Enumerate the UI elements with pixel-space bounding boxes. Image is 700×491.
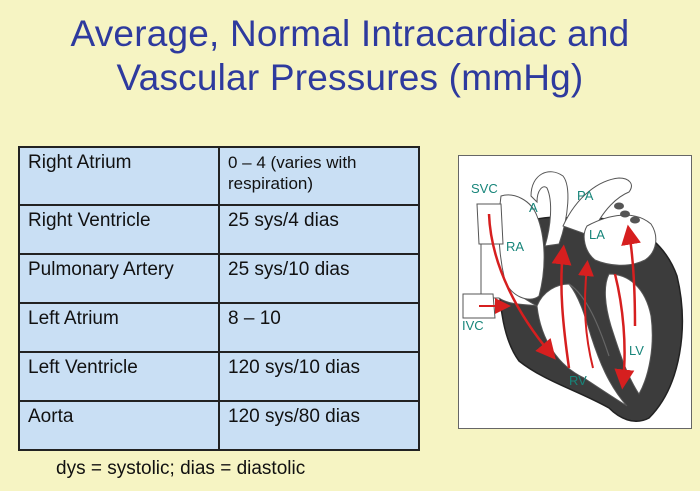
table-row: Right Ventricle 25 sys/4 dias	[18, 204, 420, 255]
label-rv: RV	[569, 373, 587, 388]
label-ivc: IVC	[462, 318, 484, 333]
label-ra: RA	[506, 239, 525, 254]
flow-arrow-la-to-lv	[613, 273, 635, 390]
table-row: Aorta 120 sys/80 dias	[18, 400, 420, 451]
table-row: Pulmonary Artery 25 sys/10 dias	[18, 253, 420, 304]
septum	[568, 283, 610, 357]
table-row: Left Ventricle 120 sys/10 dias	[18, 351, 420, 402]
pressure-cell: 8 – 10	[218, 302, 420, 353]
pressure-cell: 120 sys/80 dias	[218, 400, 420, 451]
chamber-cell: Left Ventricle	[18, 351, 220, 402]
table-row: Right Atrium 0 – 4 (varies with respirat…	[18, 146, 420, 206]
pressure-line-2: respiration)	[228, 174, 314, 193]
pulmonary-vein	[614, 202, 624, 210]
footnote: dys = systolic; dias = diastolic	[56, 458, 306, 479]
chamber-cell: Right Ventricle	[18, 204, 220, 255]
pulmonary-vein	[630, 216, 640, 224]
table-row: Left Atrium 8 – 10	[18, 302, 420, 353]
left-ventricle-chamber	[604, 273, 653, 395]
flow-arrow-lv-to-aorta	[621, 224, 641, 327]
pressure-cell: 25 sys/10 dias	[218, 253, 420, 304]
pressure-cell: 25 sys/4 dias	[218, 204, 420, 255]
heart-illustration	[462, 171, 684, 422]
right-atrium-body	[498, 194, 545, 300]
pressures-table: Right Atrium 0 – 4 (varies with respirat…	[18, 146, 420, 451]
pressure-cell: 0 – 4 (varies with respiration)	[218, 146, 420, 206]
label-la: LA	[589, 227, 605, 242]
title-line-1: Average, Normal Intracardiac and	[70, 13, 630, 54]
flow-arrow-rv-to-pa	[551, 244, 572, 369]
flow-arrow-aorta-return	[578, 260, 594, 369]
flow-arrow-right-heart	[487, 213, 556, 360]
label-aorta: A	[529, 200, 538, 215]
pressure-cell: 120 sys/10 dias	[218, 351, 420, 402]
pressure-line-1: 0 – 4 (varies with	[228, 153, 357, 172]
chamber-cell: Aorta	[18, 400, 220, 451]
chamber-cell: Right Atrium	[18, 146, 220, 206]
chamber-cell: Left Atrium	[18, 302, 220, 353]
right-ventricle-chamber	[536, 283, 628, 407]
slide-title: Average, Normal Intracardiac and Vascula…	[0, 12, 700, 100]
label-svc: SVC	[471, 181, 498, 196]
label-pa: PA	[577, 188, 594, 203]
heart-diagram: SVC A PA RA LA IVC LV RV	[458, 155, 692, 429]
chamber-cell: Pulmonary Artery	[18, 253, 220, 304]
pulmonary-artery	[562, 177, 632, 237]
pulmonary-vein	[620, 210, 630, 218]
label-lv: LV	[629, 343, 644, 358]
title-line-2: Vascular Pressures (mmHg)	[116, 57, 584, 98]
